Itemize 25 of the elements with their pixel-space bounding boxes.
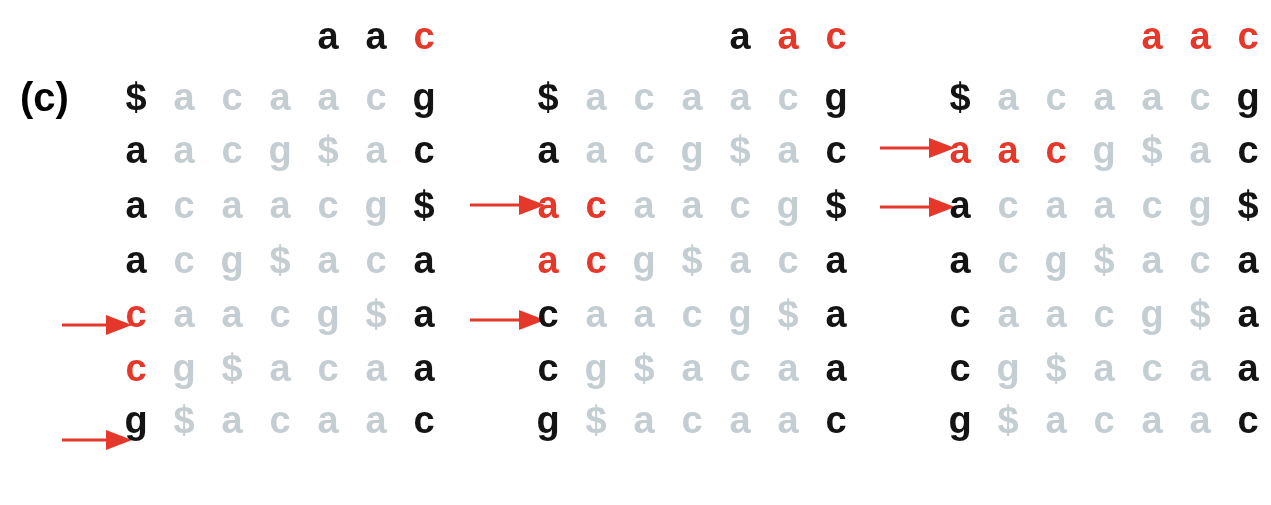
rotation-row-text: g $ a c a a c — [535, 398, 848, 442]
rotation-row-text: c a a c g $ a — [948, 292, 1260, 336]
rotation-row-text: a c a a c g $ — [124, 183, 436, 227]
rotation-row-text: c g $ a c a a — [124, 346, 436, 390]
rotation-row-text: c g $ a c a a — [948, 346, 1260, 390]
rotation-row-text: $ a c a a c g — [536, 75, 849, 119]
query-pattern: a a c — [728, 14, 848, 58]
query-pattern: a a c — [316, 14, 436, 58]
panel-label: (c) — [20, 75, 69, 119]
query-pattern: a a c — [1140, 14, 1260, 58]
rotation-row-text: $ a c a a c g — [948, 75, 1261, 119]
rotation-row-text: c g $ a c a a — [536, 346, 848, 390]
rotation-row-text: a c g $ a c a — [536, 238, 848, 282]
rotation-row-text: c a a c g $ a — [124, 292, 436, 336]
rotation-row-text: g $ a c a a c — [947, 398, 1260, 442]
rotation-row-text: a a c g $ a c — [536, 128, 848, 172]
rotation-row-text: a c a a c g $ — [948, 183, 1260, 227]
rotation-row-text: a a c g $ a c — [948, 128, 1260, 172]
rotation-row-text: a c a a c g $ — [536, 183, 848, 227]
rotation-row-text: a a c g $ a c — [124, 128, 436, 172]
rotation-row-text: a c g $ a c a — [948, 238, 1260, 282]
rotation-row-text: a c g $ a c a — [124, 238, 436, 282]
rotation-row-text: c a a c g $ a — [536, 292, 848, 336]
rotation-row-text: $ a c a a c g — [124, 75, 437, 119]
rotation-row-text: g $ a c a a c — [123, 398, 436, 442]
